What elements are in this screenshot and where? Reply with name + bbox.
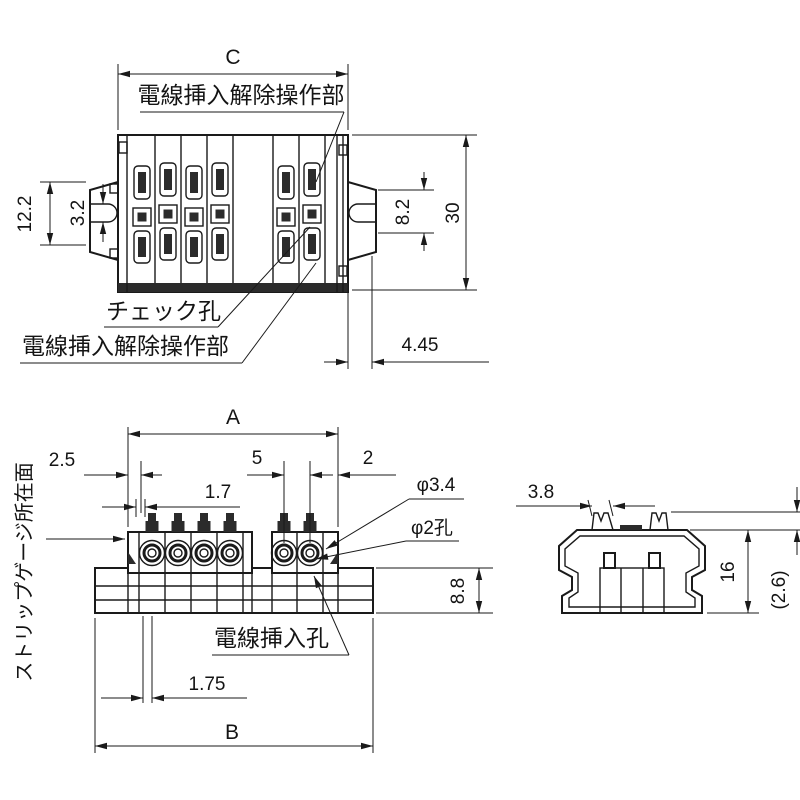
release-slots-and-check-holes bbox=[132, 162, 322, 264]
dimension-2-6: (2.6) bbox=[671, 487, 800, 610]
dimension-8-8: 8.8 bbox=[376, 567, 493, 614]
leader-line bbox=[241, 262, 317, 364]
top-rib bbox=[620, 525, 642, 530]
check-hole-text: チェック孔 bbox=[106, 298, 221, 324]
dim-5-text: 5 bbox=[252, 448, 263, 469]
side-profile-inner bbox=[564, 535, 700, 608]
inner-stud bbox=[603, 552, 616, 569]
label-dia-2-hole: φ2孔 bbox=[315, 517, 459, 560]
left-mounting-tab bbox=[89, 181, 119, 261]
dim-1-75-text: 1.75 bbox=[189, 674, 226, 695]
pole-features bbox=[276, 165, 296, 264]
dim-3-8-text: 3.8 bbox=[528, 482, 554, 503]
dia-3-4-text: φ3.4 bbox=[417, 475, 456, 496]
dimension-1-75: 1.75 bbox=[101, 616, 247, 703]
dim-8-8-text: 8.8 bbox=[448, 578, 469, 604]
release-top-text: 電線挿入解除操作部 bbox=[138, 82, 345, 108]
label-strip-gauge: ストリップゲージ所在面 bbox=[13, 462, 125, 682]
front-view: A 2.5 5 2 1.7 φ3 bbox=[13, 406, 493, 753]
dim-c-text: C bbox=[225, 46, 240, 69]
dimension-c: C bbox=[117, 46, 349, 130]
dim-2-6-text: (2.6) bbox=[769, 570, 790, 609]
dimension-3-8: 3.8 bbox=[516, 482, 655, 517]
dimension-4-45: 4.45 bbox=[324, 256, 489, 369]
pole-dividers bbox=[118, 135, 348, 292]
side-view: 3.8 16 (2.6) bbox=[516, 482, 800, 614]
label-check-hole: チェック孔 bbox=[104, 226, 311, 328]
dimension-12-2: 12.2 bbox=[15, 181, 86, 246]
dimension-30: 30 bbox=[352, 134, 477, 291]
dim-2-text: 2 bbox=[363, 448, 374, 469]
label-release-bottom: 電線挿入解除操作部 bbox=[20, 262, 317, 364]
pole-features bbox=[158, 162, 178, 261]
dim-3-2-text: 3.2 bbox=[68, 200, 89, 226]
wire-insert-hole-text: 電線挿入孔 bbox=[214, 625, 329, 651]
pole-features bbox=[210, 162, 230, 261]
center-block bbox=[599, 567, 665, 614]
leader-line bbox=[325, 498, 410, 550]
dimension-2: 2 bbox=[338, 448, 396, 479]
dim-8-2-text: 8.2 bbox=[393, 199, 414, 225]
release-bottom-text: 電線挿入解除操作部 bbox=[22, 333, 229, 359]
left-chamfer bbox=[128, 552, 136, 564]
dimension-16: 16 bbox=[690, 529, 759, 614]
dim-12-2-text: 12.2 bbox=[15, 196, 36, 233]
dimension-a: A bbox=[127, 406, 339, 527]
dimension-2-5: 2.5 bbox=[49, 450, 162, 513]
dimension-1-7: 1.7 bbox=[102, 482, 240, 517]
pole-features bbox=[184, 165, 204, 264]
dim-30-text: 30 bbox=[443, 202, 464, 223]
strip-gauge-text: ストリップゲージ所在面 bbox=[13, 462, 36, 682]
label-wire-insert-hole: 電線挿入孔 bbox=[212, 575, 350, 656]
dim-1-7-text: 1.7 bbox=[205, 482, 231, 503]
dim-a-text: A bbox=[226, 406, 240, 429]
top-view: C 電線挿入解除操作部 12.2 3.2 8.2 bbox=[15, 46, 489, 369]
dim-b-text: B bbox=[225, 721, 239, 744]
dim-4-45-text: 4.45 bbox=[402, 335, 439, 356]
pole-features bbox=[132, 165, 152, 264]
dia-2-hole-text: φ2孔 bbox=[411, 517, 453, 539]
dim-16-text: 16 bbox=[718, 561, 739, 582]
label-release-top: 電線挿入解除操作部 bbox=[138, 82, 345, 183]
leader-line bbox=[217, 226, 311, 328]
inner-stud bbox=[648, 552, 661, 569]
latch-prong-left bbox=[591, 512, 614, 531]
leader-line bbox=[315, 111, 345, 183]
upper-body-right bbox=[271, 531, 339, 574]
base-block bbox=[94, 567, 374, 614]
side-profile bbox=[558, 529, 706, 614]
label-dia-3-4: φ3.4 bbox=[325, 475, 464, 550]
dimension-5: 5 bbox=[247, 448, 333, 543]
leader-line bbox=[315, 540, 407, 560]
dimension-b: B bbox=[94, 618, 374, 753]
dim-2-5-text: 2.5 bbox=[49, 450, 75, 471]
leader-line bbox=[313, 575, 350, 656]
dimension-3-2: 3.2 bbox=[68, 184, 107, 242]
dimension-8-2: 8.2 bbox=[378, 172, 434, 251]
bottom-band bbox=[118, 283, 348, 292]
right-mounting-tab bbox=[347, 181, 377, 261]
latch-prong-right bbox=[649, 512, 669, 531]
